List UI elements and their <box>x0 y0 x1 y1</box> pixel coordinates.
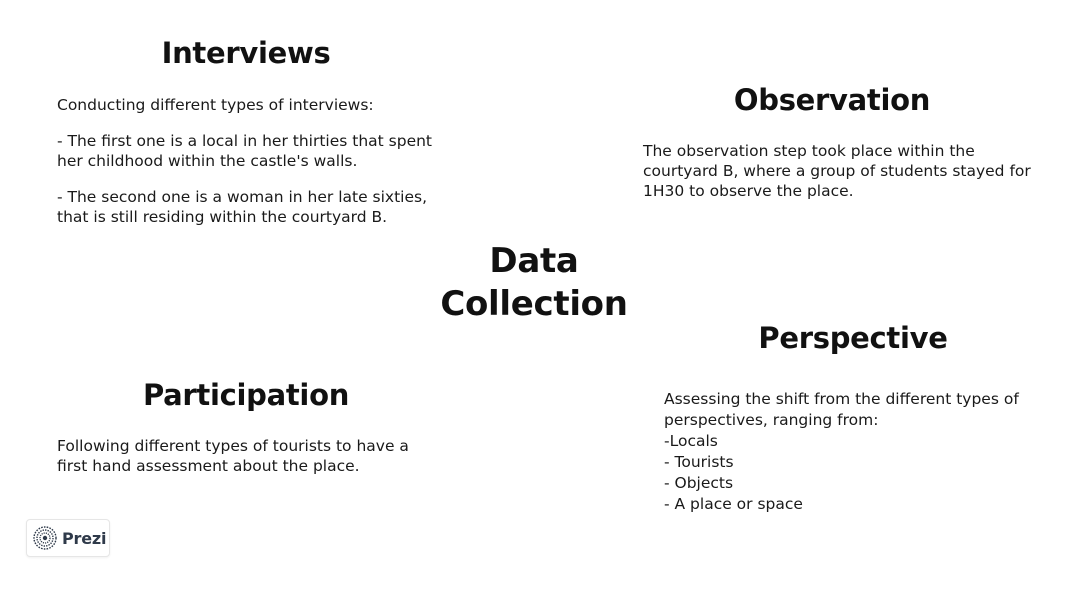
prezi-logo-icon <box>33 526 57 550</box>
participation-body: Following different types of tourists to… <box>57 437 409 475</box>
perspective-item: - Tourists <box>664 453 734 471</box>
observation-body: The observation step took place within t… <box>643 142 1031 200</box>
interviews-item-2: - The second one is a woman in her late … <box>57 188 428 226</box>
perspective-text: Assessing the shift from the different t… <box>664 389 1059 515</box>
prezi-badge[interactable]: Prezi <box>26 519 110 557</box>
perspective-intro: Assessing the shift from the different t… <box>664 390 1019 429</box>
interviews-item-1: - The first one is a local in her thirti… <box>57 132 433 170</box>
participation-heading: Participation <box>142 378 350 412</box>
perspective-heading: Perspective <box>758 321 948 355</box>
participation-text: Following different types of tourists to… <box>57 436 442 476</box>
center-title-line-2: Collection <box>440 284 628 324</box>
observation-heading: Observation <box>733 83 931 117</box>
center-title: Data Collection <box>414 240 654 326</box>
interviews-intro: Conducting different types of interviews… <box>57 96 374 114</box>
perspective-item: -Locals <box>664 432 718 450</box>
prezi-label: Prezi <box>62 528 107 548</box>
perspective-item: - A place or space <box>664 495 803 513</box>
interviews-text: Conducting different types of interviews… <box>57 95 442 227</box>
center-title-line-1: Data <box>489 241 579 281</box>
perspective-item: - Objects <box>664 474 734 492</box>
interviews-heading: Interviews <box>161 36 331 70</box>
observation-text: The observation step took place within t… <box>643 141 1053 201</box>
